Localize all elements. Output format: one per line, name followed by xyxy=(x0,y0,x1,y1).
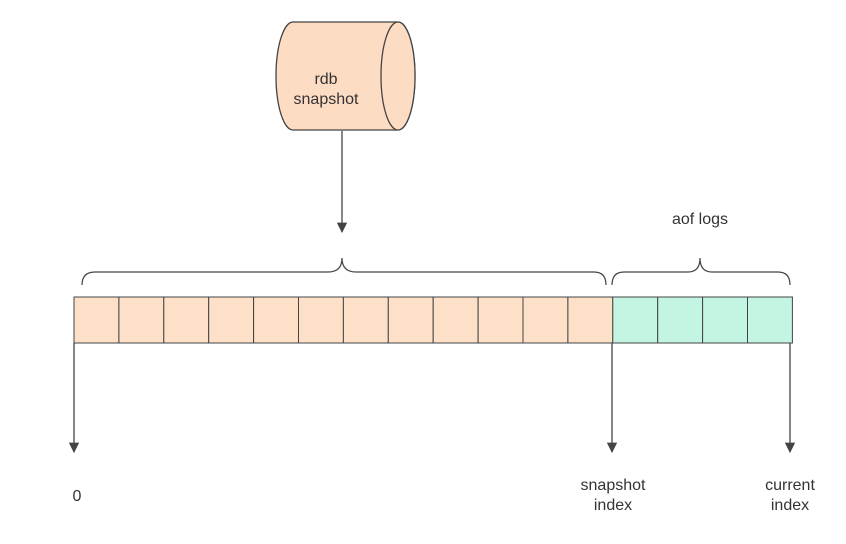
snapshot-cells xyxy=(73,296,614,344)
aof-logs-label: aof logs xyxy=(671,211,729,228)
snapshot-log-cell xyxy=(522,296,569,344)
snapshot-log-cell xyxy=(73,296,120,344)
snapshot-log-cell xyxy=(298,296,344,344)
rdb-snapshot-label: rdb snapshot xyxy=(293,71,359,108)
snapshot-log-cell xyxy=(208,296,255,344)
current-index-label: current index xyxy=(765,477,815,514)
snapshot-log-cell xyxy=(342,296,389,344)
aof-log-cell xyxy=(612,296,659,344)
snapshot-log-cell xyxy=(432,296,479,344)
rdb-snapshot-cylinder xyxy=(275,21,416,131)
snapshot-brace xyxy=(81,257,607,286)
aof-log-cells xyxy=(612,296,793,344)
snapshot-log-cell xyxy=(477,296,524,344)
cylinder-end-cap xyxy=(380,21,416,131)
snapshot-log-cell xyxy=(567,296,614,344)
zero-index-label: 0 xyxy=(72,488,82,505)
snapshot-log-cell xyxy=(387,296,434,344)
aof-log-cell xyxy=(702,296,748,344)
snapshot-log-cell xyxy=(118,296,165,344)
snapshot-log-cell xyxy=(253,296,300,344)
aof-log-cell xyxy=(747,296,793,344)
aof-log-cell xyxy=(657,296,704,344)
snapshot-index-label: snapshot index xyxy=(580,477,646,514)
snapshot-log-cell xyxy=(163,296,210,344)
aof-brace xyxy=(611,257,791,286)
